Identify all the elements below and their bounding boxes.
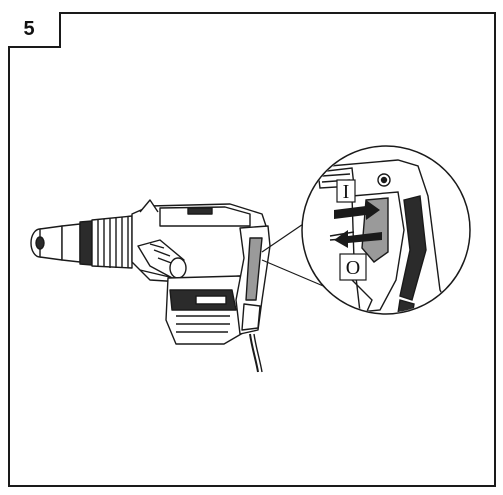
arrow-off-icon bbox=[334, 230, 382, 248]
chuck bbox=[30, 220, 93, 266]
switch-direction-arrows bbox=[334, 200, 382, 248]
on-label: I bbox=[343, 181, 350, 203]
on-label-box bbox=[336, 179, 356, 203]
rotary-hammer-drawing bbox=[30, 199, 271, 373]
off-label-box bbox=[339, 253, 367, 281]
off-label: O bbox=[346, 257, 360, 279]
step-number: 5 bbox=[23, 18, 35, 40]
detail-magnifier: I O bbox=[301, 145, 471, 315]
power-cord bbox=[249, 333, 259, 373]
figure-frame bbox=[8, 12, 496, 487]
switch-labels: I O bbox=[336, 179, 367, 281]
front-handle-ribbed bbox=[91, 215, 133, 269]
step-tab: 5 bbox=[8, 12, 61, 48]
gear-housing bbox=[165, 275, 249, 345]
arrow-on-icon bbox=[334, 200, 380, 220]
rear-handle bbox=[235, 225, 271, 335]
